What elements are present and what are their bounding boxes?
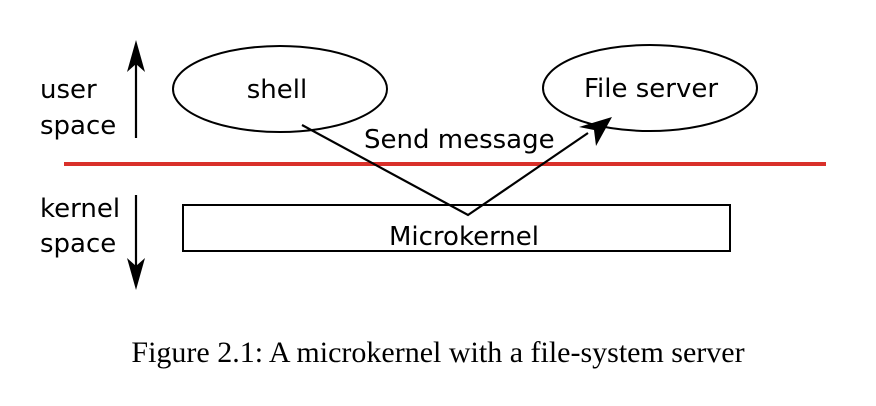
message-path-arrow xyxy=(301,117,612,217)
kernel-space-label-line2: space xyxy=(40,229,116,259)
kernel-space-down-arrow xyxy=(127,195,145,290)
kernel-space-label-line1: kernel xyxy=(40,194,120,224)
user-space-label-line2: space xyxy=(40,111,116,141)
file-server-ellipse xyxy=(542,44,758,132)
figure-caption: Figure 2.1: A microkernel with a file-sy… xyxy=(131,336,745,369)
file-server-label: File server xyxy=(584,74,718,104)
user-space-up-arrow xyxy=(127,40,145,138)
send-message-label: Send message xyxy=(364,125,555,155)
shell-process-ellipse xyxy=(172,45,388,133)
microkernel-label: Microkernel xyxy=(389,222,539,252)
shell-label: shell xyxy=(247,75,307,105)
microkernel-box xyxy=(182,204,731,252)
user-space-label-line1: user xyxy=(40,75,97,105)
